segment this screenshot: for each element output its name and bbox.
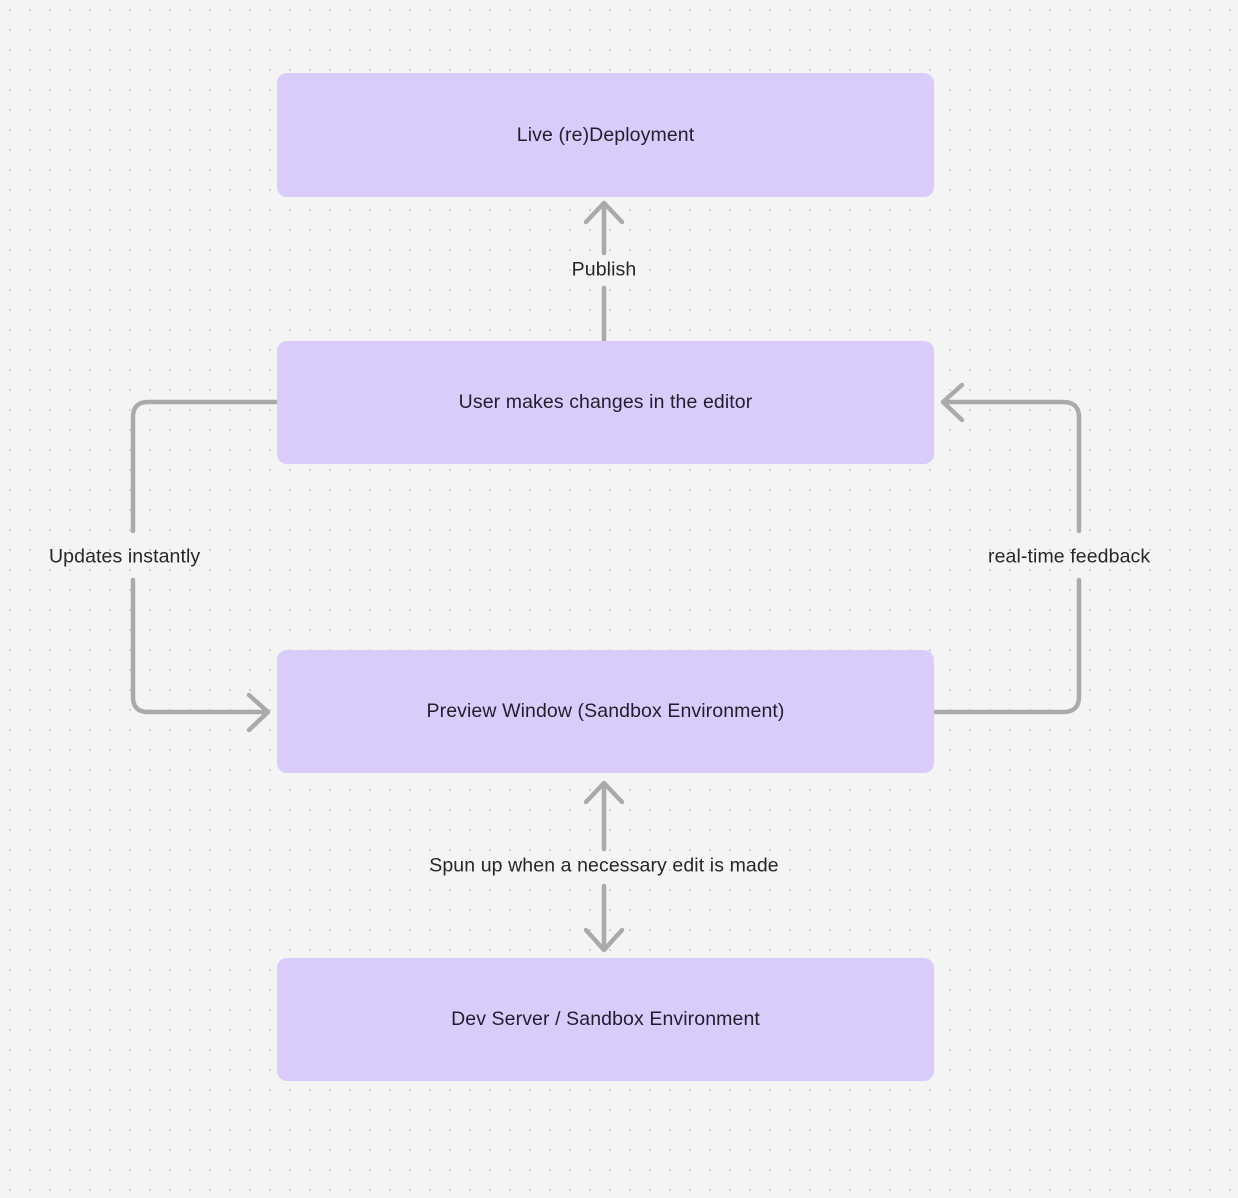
node-preview-window-label: Preview Window (Sandbox Environment): [426, 700, 785, 722]
arrowhead-up-icon: [583, 780, 625, 805]
edge-label-updates-instantly[interactable]: Updates instantly: [49, 545, 201, 568]
edge-label-spun-up[interactable]: Spun up when a necessary edit is made: [429, 854, 779, 877]
edge-real-time-feedback-upper-segment: [946, 399, 1082, 534]
edge-updates-instantly-lower-segment: [130, 577, 265, 715]
edge-real-time-feedback-lower-segment: [931, 577, 1082, 715]
node-dev-server[interactable]: Dev Server / Sandbox Environment: [277, 958, 934, 1081]
arrowhead-down-icon: [583, 927, 625, 953]
edge-updates-instantly-upper-segment: [130, 399, 280, 534]
node-user-edits[interactable]: User makes changes in the editor: [277, 341, 934, 464]
edge-label-publish[interactable]: Publish: [571, 258, 637, 281]
edge-label-real-time-feedback[interactable]: real-time feedback: [988, 545, 1151, 568]
arrowhead-left-icon: [940, 382, 965, 423]
node-preview-window[interactable]: Preview Window (Sandbox Environment): [277, 650, 934, 773]
node-dev-server-label: Dev Server / Sandbox Environment: [451, 1008, 760, 1030]
arrowhead-right-icon: [246, 692, 271, 733]
node-live-deployment[interactable]: Live (re)Deployment: [277, 73, 934, 197]
node-live-deployment-label: Live (re)Deployment: [516, 123, 695, 146]
node-user-edits-label: User makes changes in the editor: [458, 391, 753, 413]
arrowhead-up-icon: [583, 200, 625, 225]
